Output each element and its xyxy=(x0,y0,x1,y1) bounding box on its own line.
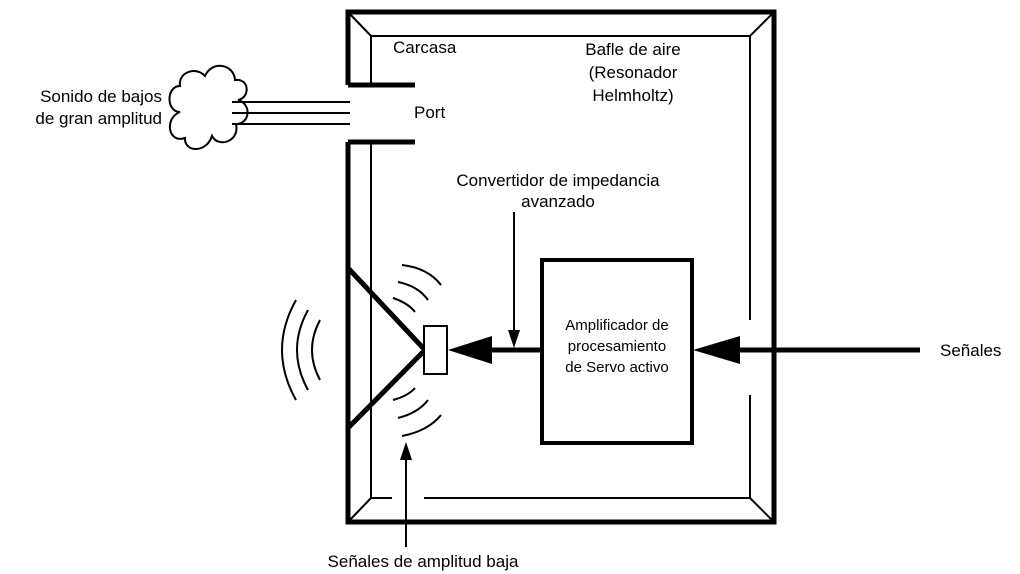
sound-waves-left xyxy=(281,299,321,401)
label-senales: Señales xyxy=(940,341,1001,360)
label-amp-line2: procesamiento xyxy=(568,338,666,355)
label-sonido-line1: Sonido de bajos xyxy=(40,87,162,106)
label-convertidor-line1: Convertidor de impedancia xyxy=(456,171,660,190)
amplifier-box xyxy=(540,258,694,445)
label-amp-line3: de Servo activo xyxy=(565,359,668,376)
enclosure-outer xyxy=(345,9,777,525)
label-sonido-line2: de gran amplitud xyxy=(35,109,162,128)
pointer-converter xyxy=(508,212,520,348)
speaker-cone xyxy=(346,266,448,430)
sound-waves-lower xyxy=(392,387,442,437)
sound-waves-upper xyxy=(392,264,442,313)
enclosure-inner xyxy=(347,11,775,523)
label-bafle-line3: Helmholtz) xyxy=(592,86,673,105)
label-convertidor-line2: avanzado xyxy=(521,192,595,211)
sound-cloud-icon xyxy=(168,65,249,150)
label-amp-line1: Amplificador de xyxy=(565,317,668,334)
arrow-signals-to-amp xyxy=(693,336,920,364)
pointer-low-amplitude xyxy=(400,442,412,547)
port-airflow-lines xyxy=(232,101,350,125)
label-port: Port xyxy=(414,103,445,122)
label-bafle-line2: (Resonador xyxy=(589,63,678,82)
voice-coil xyxy=(423,325,448,375)
label-senales-baja: Señales de amplitud baja xyxy=(328,552,519,571)
arrow-amp-to-coil xyxy=(448,336,542,364)
label-bafle-line1: Bafle de aire xyxy=(585,40,680,59)
label-carcasa: Carcasa xyxy=(393,38,457,57)
